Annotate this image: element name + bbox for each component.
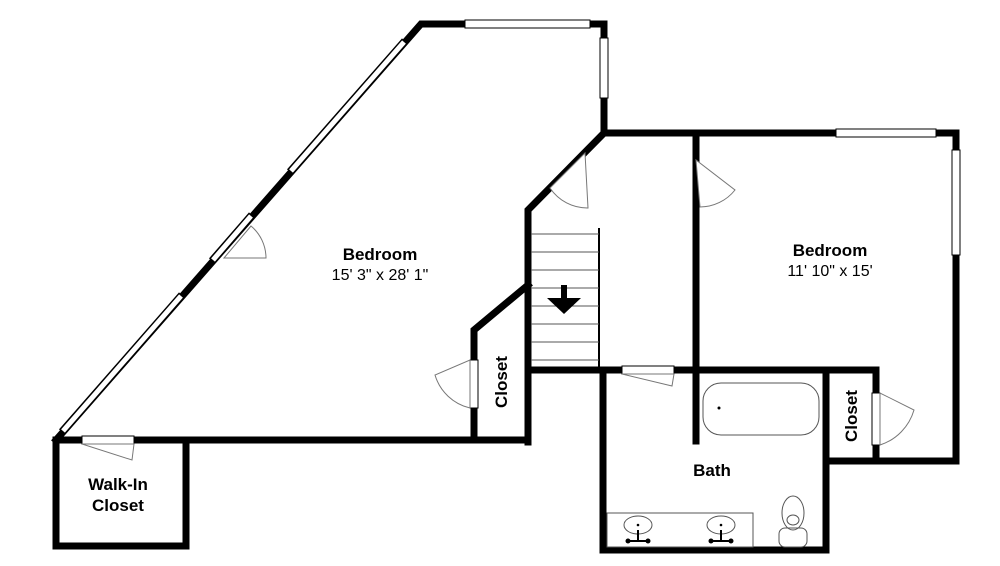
room-name-walk-in-closet-line1: Walk-In xyxy=(88,475,148,494)
walls xyxy=(51,20,960,554)
sink-icon xyxy=(623,515,653,544)
room-name-bath: Bath xyxy=(693,461,731,480)
room-name-bedroom-right: Bedroom xyxy=(793,241,868,260)
bathtub-icon xyxy=(702,382,820,436)
room-dimensions-bedroom-large: 15' 3" x 28' 1" xyxy=(332,267,429,284)
bath-fixtures xyxy=(606,382,820,548)
room-labels: Bedroom 15' 3" x 28' 1" Bedroom 11' 10" … xyxy=(88,241,873,515)
room-name-walk-in-closet-line2: Closet xyxy=(92,496,144,515)
stairs-down-arrow-icon xyxy=(547,285,581,314)
room-name-closet-left: Closet xyxy=(492,356,511,408)
room-dimensions-bedroom-right: 11' 10" x 15' xyxy=(787,263,872,280)
room-name-bedroom-large: Bedroom xyxy=(343,245,418,264)
toilet-icon xyxy=(778,495,808,548)
stairs xyxy=(531,228,600,370)
sink-icon xyxy=(706,515,736,544)
doors xyxy=(81,151,915,461)
vanity-counter xyxy=(606,512,754,548)
windows xyxy=(58,19,961,435)
room-name-closet-right: Closet xyxy=(842,390,861,442)
